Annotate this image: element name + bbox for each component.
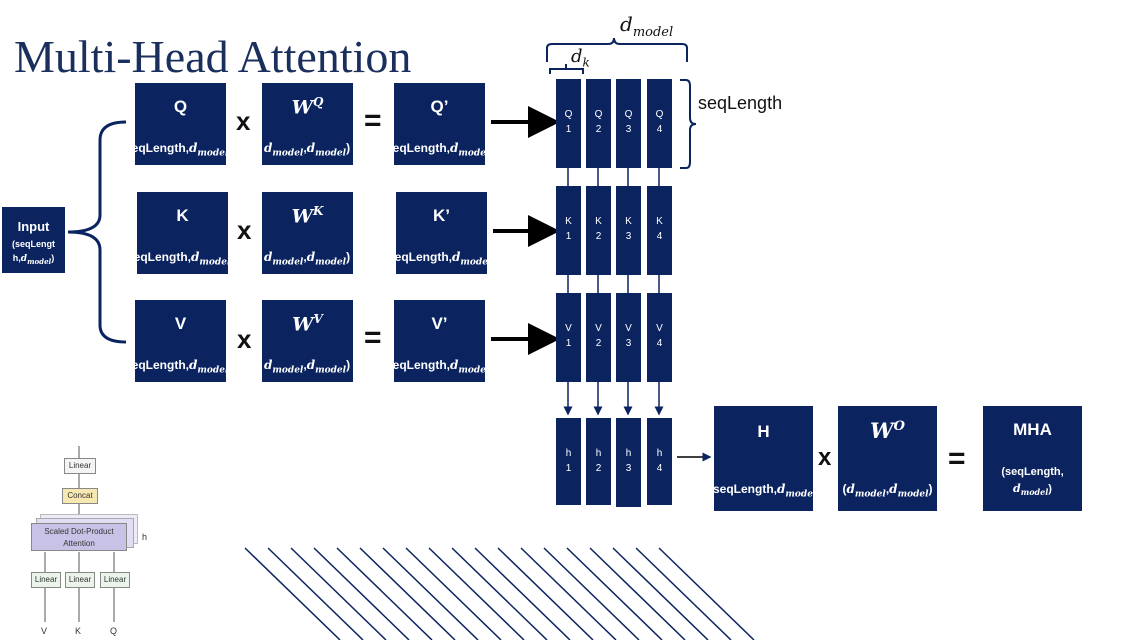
- seqlength-brace: [680, 79, 697, 169]
- mini-concat: Concat: [62, 488, 98, 504]
- q-prime-label: Q’: [430, 97, 449, 116]
- wq-box: WQ dmodel,dmodel): [262, 83, 353, 165]
- input-shape-a: (seqLengt: [11, 239, 55, 249]
- mini-linear-k: Linear: [65, 572, 95, 588]
- equals-o: =: [948, 442, 966, 475]
- mha-shape-a: (seqLength,: [1001, 466, 1064, 478]
- wq-shape: dmodel,dmodel): [264, 141, 351, 159]
- q-matrix-shape: seqLength,dmodel: [135, 141, 226, 159]
- seqlength-label: seqLength: [698, 93, 783, 113]
- mini-linear-top: Linear: [64, 458, 96, 474]
- wk-shape: dmodel,dmodel): [264, 250, 351, 268]
- v-matrix-shape: seqLength,dmodel: [135, 358, 226, 376]
- k-matrix-box: K seqLength,dmodel: [137, 192, 228, 274]
- k-prime-shape: seqLength,dmodel: [396, 250, 487, 268]
- k-matrix-label: K: [176, 206, 189, 225]
- mini-input-q: Q: [110, 626, 118, 636]
- dk-label: dk: [571, 46, 590, 70]
- dmodel-brace: [546, 37, 688, 62]
- times-k: x: [237, 215, 252, 245]
- wv-label: WV: [292, 312, 323, 336]
- mini-input-v: V: [41, 626, 48, 636]
- dmodel-label: dmodel: [620, 12, 674, 40]
- q-prime-box: Q’ seqLength,dmodel: [394, 83, 485, 165]
- wq-label: WQ: [291, 95, 324, 119]
- times-v: x: [237, 324, 252, 354]
- wk-box: WK dmodel,dmodel): [262, 192, 353, 274]
- wv-box: WV dmodel,dmodel): [262, 300, 353, 382]
- h-concat-box: H seqLength,dmodel: [714, 406, 813, 511]
- mini-sdpa-line2: Attention: [63, 539, 95, 548]
- times-q: x: [236, 106, 251, 136]
- wo-box: WO (dmodel,dmodel): [838, 406, 937, 511]
- q-matrix-box: Q seqLength,dmodel: [135, 83, 226, 165]
- v-prime-label: V’: [431, 314, 448, 333]
- v-prime-shape: seqLength,dmodel: [394, 358, 485, 376]
- equals-v: =: [364, 321, 382, 354]
- q-prime-shape: seqLength,dmodel: [394, 141, 485, 159]
- mini-input-k: K: [75, 626, 82, 636]
- mini-linear-q: Linear: [100, 572, 130, 588]
- times-o: x: [818, 444, 832, 471]
- input-shape-b: h,dmodel): [12, 253, 55, 266]
- head-connectors: [563, 168, 664, 416]
- equals-q: =: [364, 104, 382, 137]
- page-title: Multi-Head Attention: [14, 31, 412, 82]
- mha-box: MHA (seqLength, dmodel): [983, 406, 1082, 511]
- mini-sdpa-line1: Scaled Dot-Product: [44, 527, 114, 536]
- v-matrix-label: V: [174, 314, 187, 333]
- mha-shape-b: dmodel): [1013, 482, 1052, 498]
- input-brace: [67, 120, 127, 344]
- wk-label: WK: [291, 204, 324, 228]
- v-prime-box: V’ seqLength,dmodel: [394, 300, 485, 382]
- k-matrix-shape: seqLength,dmodel: [137, 250, 228, 268]
- input-label: Input: [17, 219, 50, 234]
- wo-shape: (dmodel,dmodel): [842, 482, 933, 500]
- v-matrix-box: V seqLength,dmodel: [135, 300, 226, 382]
- h-concat-label: H: [757, 422, 770, 441]
- dk-brace: [549, 64, 584, 74]
- wv-shape: dmodel,dmodel): [264, 358, 351, 376]
- wo-label: WO: [870, 418, 905, 443]
- mini-sdpa: Scaled Dot-Product Attention: [31, 523, 127, 551]
- decorative-diagonals: [244, 547, 755, 640]
- input-box: Input (seqLengt h,dmodel): [2, 207, 65, 273]
- mini-linear-v: Linear: [31, 572, 61, 588]
- mha-label: MHA: [1013, 420, 1052, 439]
- h-concat-shape: seqLength,dmodel: [714, 482, 813, 500]
- q-matrix-label: Q: [173, 97, 188, 116]
- k-prime-label: K’: [433, 206, 450, 225]
- k-prime-box: K’ seqLength,dmodel: [396, 192, 487, 274]
- mini-h-mark: h: [142, 532, 148, 542]
